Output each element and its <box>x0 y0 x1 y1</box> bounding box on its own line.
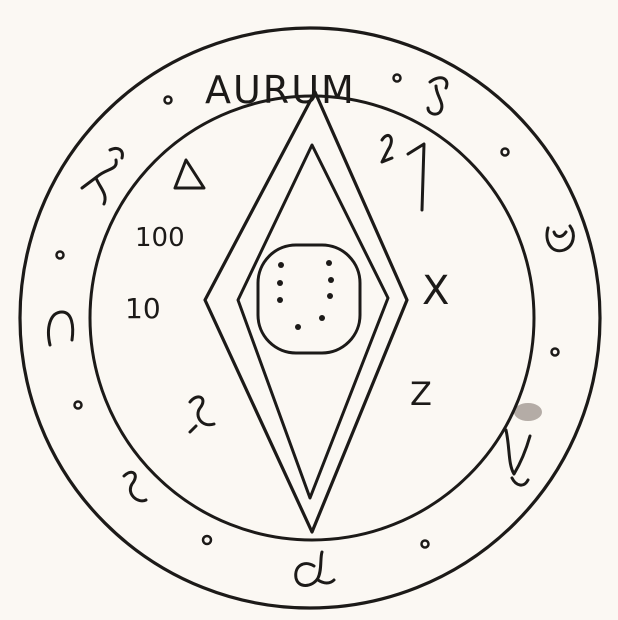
ring-glyphs <box>49 78 574 586</box>
ring-dot <box>394 75 401 82</box>
loop-glyph-icon <box>296 552 334 586</box>
number-bottom: 10 <box>125 292 161 325</box>
center-dots <box>277 260 334 330</box>
curl-glyph-icon <box>82 148 122 204</box>
sigil-glyph-icon <box>382 135 424 210</box>
ring-dot <box>552 349 559 356</box>
letter-x: X <box>422 268 449 314</box>
center-dot <box>277 297 283 303</box>
fork-glyph-icon <box>506 430 530 485</box>
number-top: 100 <box>135 223 185 253</box>
center-dot <box>326 260 332 266</box>
center-dot <box>295 324 301 330</box>
arch-glyph-icon <box>49 312 73 345</box>
ring-dot <box>502 149 509 156</box>
center-square <box>258 245 360 353</box>
hook-glyph-icon <box>190 397 214 432</box>
center-dot <box>328 277 334 283</box>
smudge-mark <box>514 403 542 421</box>
delta-icon <box>175 160 204 188</box>
letter-z: Z <box>410 375 432 413</box>
seal-title: AURUM <box>205 68 356 112</box>
center-dot <box>277 280 283 286</box>
center-dot <box>327 293 333 299</box>
center-dot <box>278 262 284 268</box>
serpent-glyph-icon <box>124 472 146 501</box>
ring-dot <box>57 252 64 259</box>
ring-dot <box>75 402 82 409</box>
center-dot <box>319 315 325 321</box>
ring-dot <box>165 97 172 104</box>
hook-glyph-icon <box>428 78 447 114</box>
ring-dot <box>203 536 211 544</box>
cup-glyph-icon <box>547 226 573 251</box>
ring-dot <box>422 541 429 548</box>
outer-ring <box>20 28 600 608</box>
